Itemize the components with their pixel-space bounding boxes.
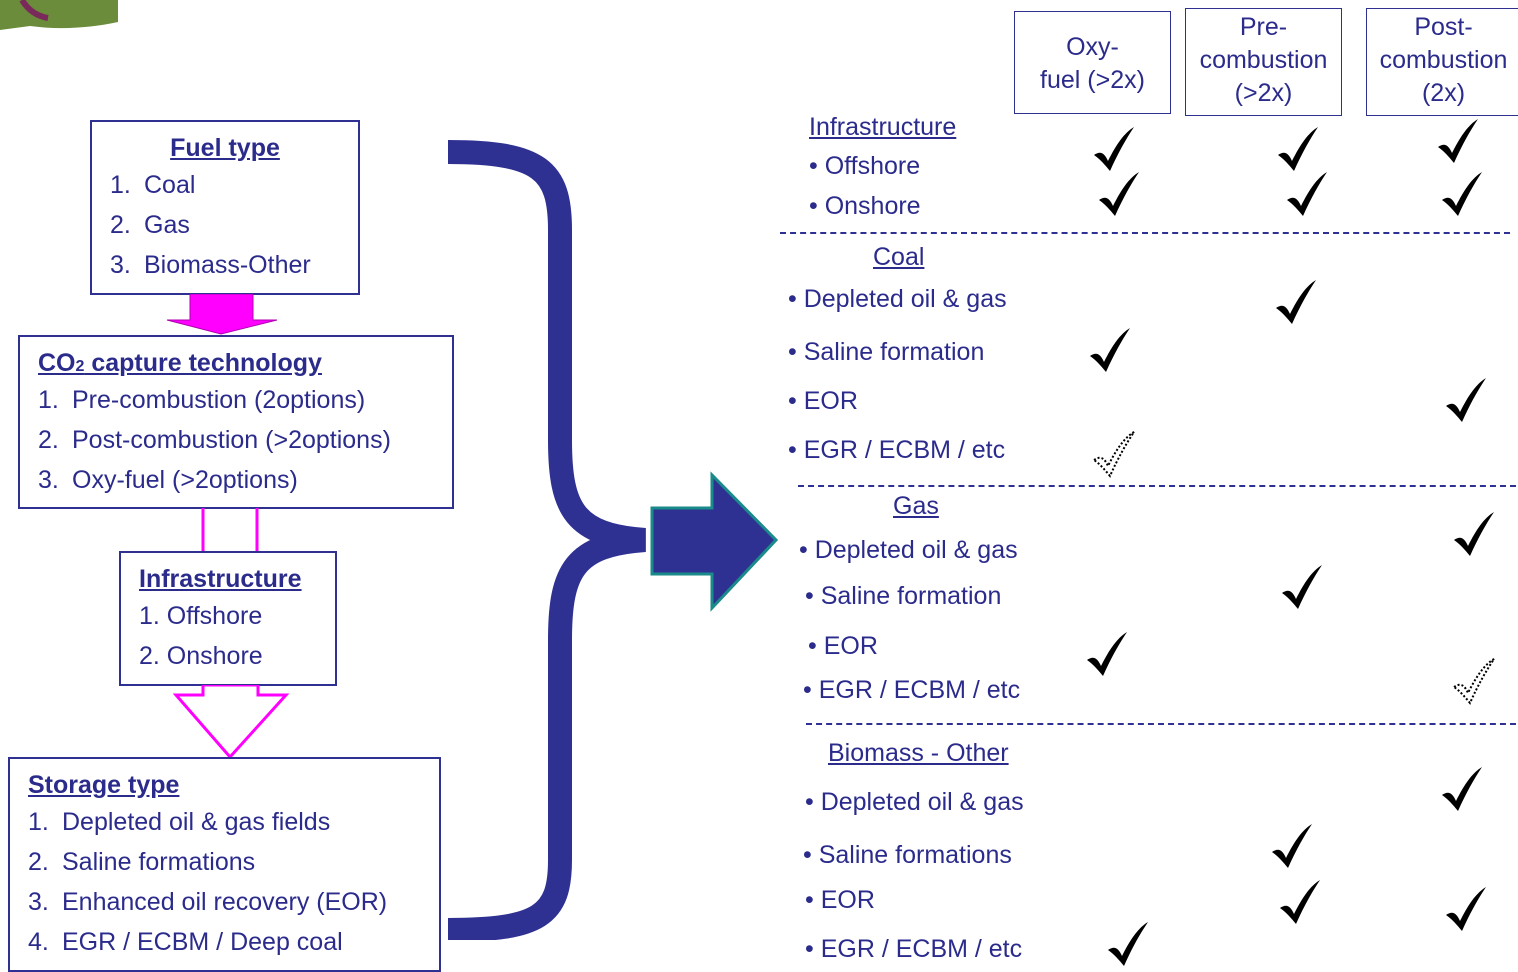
fuel-type-box: Fuel type 1.Coal 2.Gas 3.Biomass-Other — [90, 120, 360, 295]
check-icon — [1099, 172, 1139, 216]
corner-decoration — [0, 0, 118, 30]
flow-connector — [201, 508, 259, 553]
check-icon — [1108, 922, 1148, 966]
capture-technology-box: CO2 capture technology 1.Pre-combustion … — [18, 335, 454, 509]
list-item: 2.Post-combustion (>2options) — [38, 426, 391, 454]
check-icon — [1278, 127, 1318, 171]
partial-check-icon — [1453, 658, 1495, 704]
row-label: • Onshore — [809, 192, 921, 220]
section-divider — [806, 723, 1516, 725]
check-icon — [1454, 512, 1494, 556]
row-label: • Saline formation — [788, 338, 985, 366]
list-item: 2. Onshore — [139, 642, 263, 670]
row-label: • EOR — [788, 387, 858, 415]
infrastructure-box: Infrastructure 1. Offshore 2. Onshore — [119, 551, 337, 686]
brace-arrow — [447, 140, 779, 940]
check-icon — [1094, 127, 1134, 171]
list-item: 1.Coal — [110, 171, 196, 199]
fuel-type-title: Fuel type — [170, 134, 280, 162]
partial-check-icon — [1093, 431, 1135, 477]
section-heading-gas: Gas — [893, 492, 939, 520]
check-icon — [1272, 824, 1312, 868]
row-label: • EGR / ECBM / etc — [805, 935, 1023, 963]
flow-arrow-filled — [166, 294, 278, 335]
check-icon — [1438, 119, 1478, 163]
check-icon — [1087, 632, 1127, 676]
capture-technology-title: CO2 capture technology — [38, 349, 322, 377]
row-label: • EGR / ECBM / etc — [788, 436, 1006, 464]
row-label: • Offshore — [809, 152, 921, 180]
infrastructure-title: Infrastructure — [139, 565, 302, 593]
check-icon — [1090, 328, 1130, 372]
list-item: 3.Oxy-fuel (>2options) — [38, 466, 298, 494]
row-label: • Saline formations — [803, 841, 1012, 869]
row-label: • Depleted oil & gas — [805, 788, 1024, 816]
list-item: 2.Saline formations — [28, 848, 256, 876]
list-item: 1.Depleted oil & gas fields — [28, 808, 331, 836]
list-item: 3.Biomass-Other — [110, 251, 311, 279]
row-label: • Saline formation — [805, 582, 1002, 610]
check-icon — [1446, 887, 1486, 931]
column-header-pre-combustion: Pre-combustion(>2x) — [1185, 8, 1342, 116]
column-header-post-combustion: Post-combustion(2x) — [1366, 8, 1518, 116]
storage-type-title: Storage type — [28, 771, 180, 799]
list-item: 3.Enhanced oil recovery (EOR) — [28, 888, 388, 916]
column-header-oxy-fuel: Oxy-fuel (>2x) — [1014, 11, 1171, 114]
section-heading-biomass-other: Biomass - Other — [828, 739, 1009, 767]
row-label: • EOR — [805, 886, 875, 914]
list-item: 1.Pre-combustion (2options) — [38, 386, 366, 414]
list-item: 2.Gas — [110, 211, 190, 239]
section-heading-infrastructure: Infrastructure — [809, 113, 957, 141]
check-icon — [1446, 378, 1486, 422]
flow-arrow-hollow — [172, 685, 290, 760]
row-label: • Depleted oil & gas — [788, 285, 1007, 313]
check-icon — [1276, 280, 1316, 324]
list-item: 4.EGR / ECBM / Deep coal — [28, 928, 343, 956]
section-heading-coal: Coal — [873, 243, 925, 271]
storage-type-box: Storage type 1.Depleted oil & gas fields… — [8, 757, 441, 972]
check-icon — [1442, 767, 1482, 811]
check-icon — [1442, 172, 1482, 216]
row-label: • EGR / ECBM / etc — [803, 676, 1021, 704]
row-label: • EOR — [808, 632, 878, 660]
section-divider — [798, 485, 1516, 487]
check-icon — [1287, 172, 1327, 216]
section-divider — [780, 232, 1510, 234]
row-label: • Depleted oil & gas — [799, 536, 1018, 564]
list-item: 1. Offshore — [139, 602, 263, 630]
check-icon — [1280, 880, 1320, 924]
check-icon — [1282, 565, 1322, 609]
